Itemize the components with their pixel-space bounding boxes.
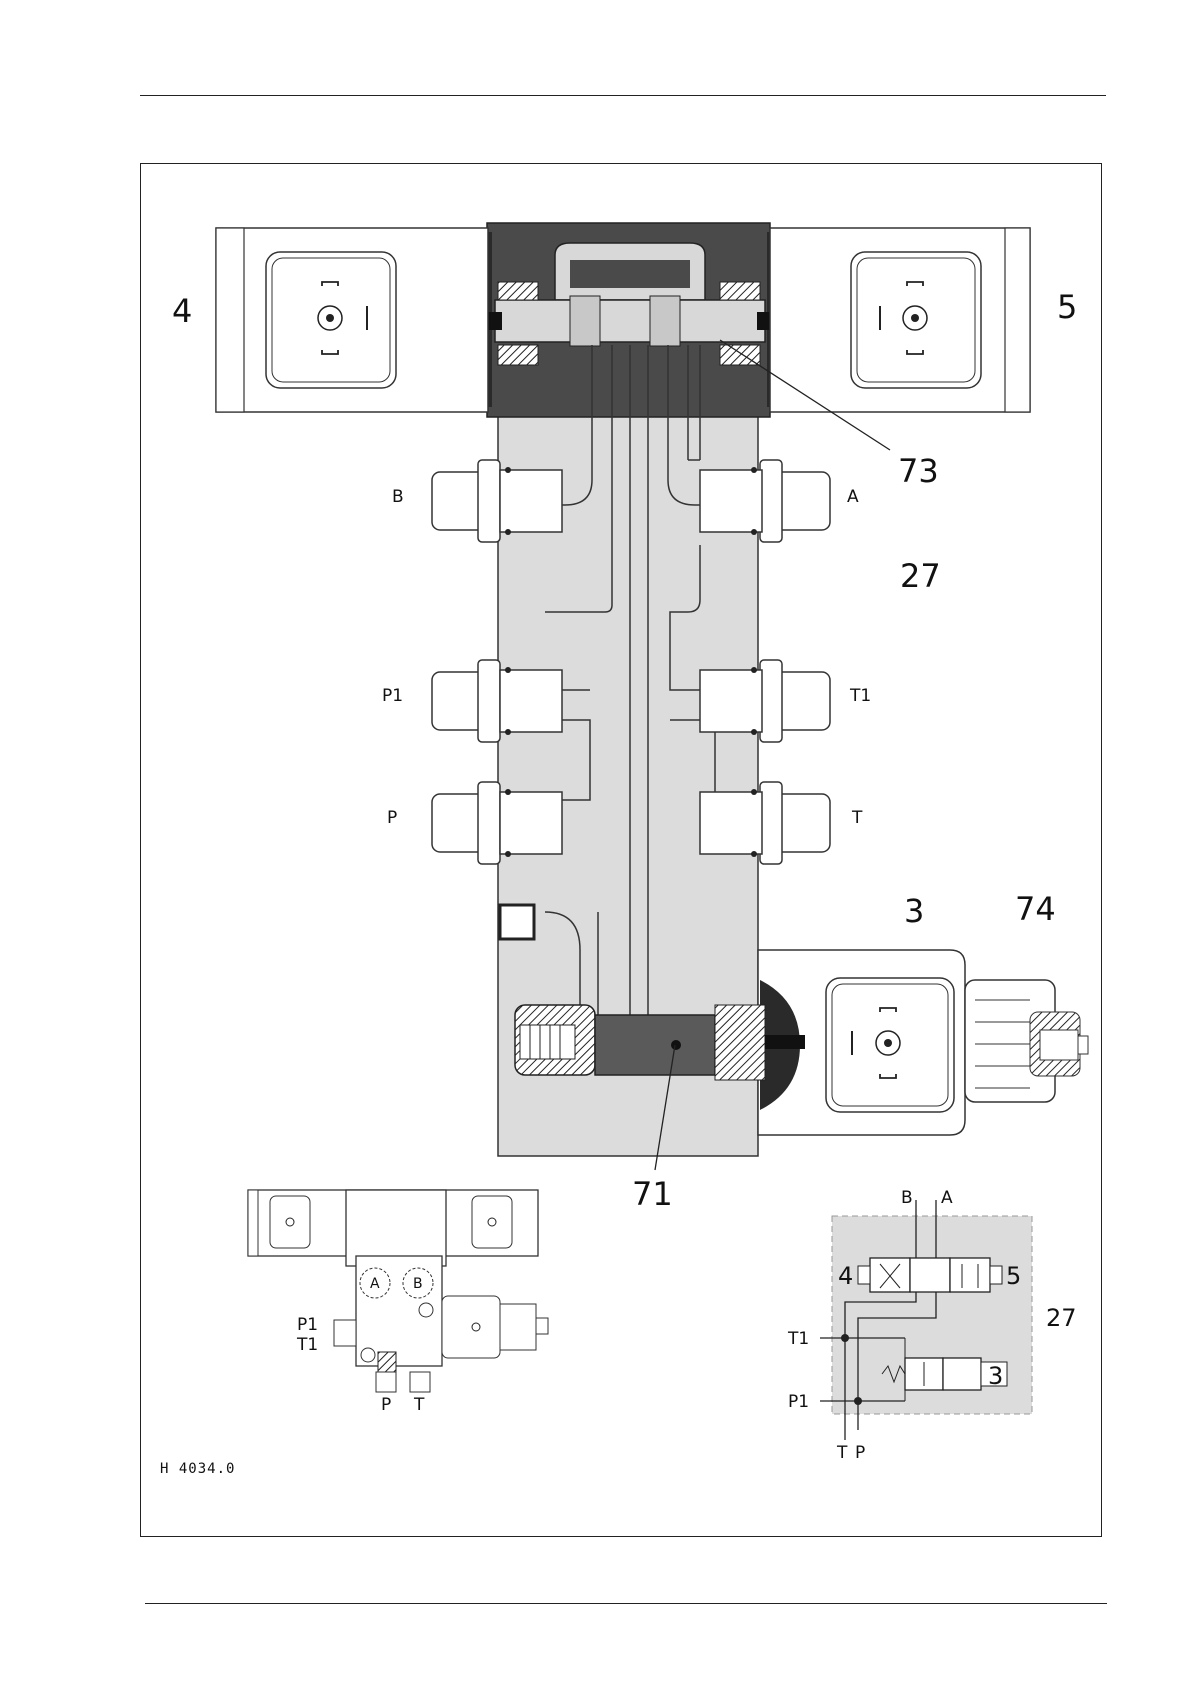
label-solenoid-5: 5 xyxy=(1057,288,1077,326)
fitting-port-a xyxy=(700,460,830,542)
schematic-label-b: B xyxy=(901,1188,913,1208)
label-spool-71: 71 xyxy=(632,1175,673,1213)
plug xyxy=(500,905,534,939)
small-view-port-b: B xyxy=(413,1276,423,1292)
fitting-port-p1 xyxy=(432,660,562,742)
label-solenoid-4: 4 xyxy=(172,292,192,330)
schematic-label-4: 4 xyxy=(838,1262,853,1290)
schematic-label-5: 5 xyxy=(1006,1262,1021,1290)
external-view: A B P1 T1 P T xyxy=(248,1190,548,1415)
label-port-a: A xyxy=(847,487,859,507)
hydraulic-schematic: B A 4 5 27 T1 3 P1 T P xyxy=(787,1188,1077,1463)
label-block-27: 27 xyxy=(900,557,941,595)
schematic-label-27: 27 xyxy=(1046,1304,1077,1332)
manual-override-knob xyxy=(965,980,1088,1102)
label-port-p: P xyxy=(387,808,397,828)
solenoid-housing-left xyxy=(216,228,488,412)
schematic-label-3: 3 xyxy=(988,1362,1003,1390)
small-view-port-a: A xyxy=(370,1276,380,1292)
label-port-b: B xyxy=(392,487,404,507)
small-view-t: T xyxy=(413,1395,425,1415)
label-port-p1: P1 xyxy=(382,686,403,706)
label-port-t1: T1 xyxy=(849,686,871,706)
schematic-label-p1: P1 xyxy=(788,1392,809,1412)
schematic-label-a: A xyxy=(941,1188,953,1208)
drawing-code: H 4034.0 xyxy=(160,1461,235,1477)
label-manual-override-74: 74 xyxy=(1015,890,1056,928)
schematic-label-t: T xyxy=(836,1443,848,1463)
label-solenoid-3: 3 xyxy=(904,892,924,930)
label-seat-valve-73: 73 xyxy=(898,452,939,490)
schematic-label-t1: T1 xyxy=(787,1329,809,1349)
fitting-port-t xyxy=(700,782,830,864)
fitting-port-b xyxy=(432,460,562,542)
small-view-t1: T1 xyxy=(296,1335,318,1355)
small-view-p1: P1 xyxy=(297,1315,318,1335)
fitting-port-t1 xyxy=(700,660,830,742)
solenoid-housing-right xyxy=(770,228,1030,412)
label-port-t: T xyxy=(851,808,863,828)
fitting-port-p xyxy=(432,782,562,864)
spool-71 xyxy=(515,1005,805,1080)
schematic-label-p: P xyxy=(855,1443,865,1463)
small-view-p: P xyxy=(381,1395,391,1415)
